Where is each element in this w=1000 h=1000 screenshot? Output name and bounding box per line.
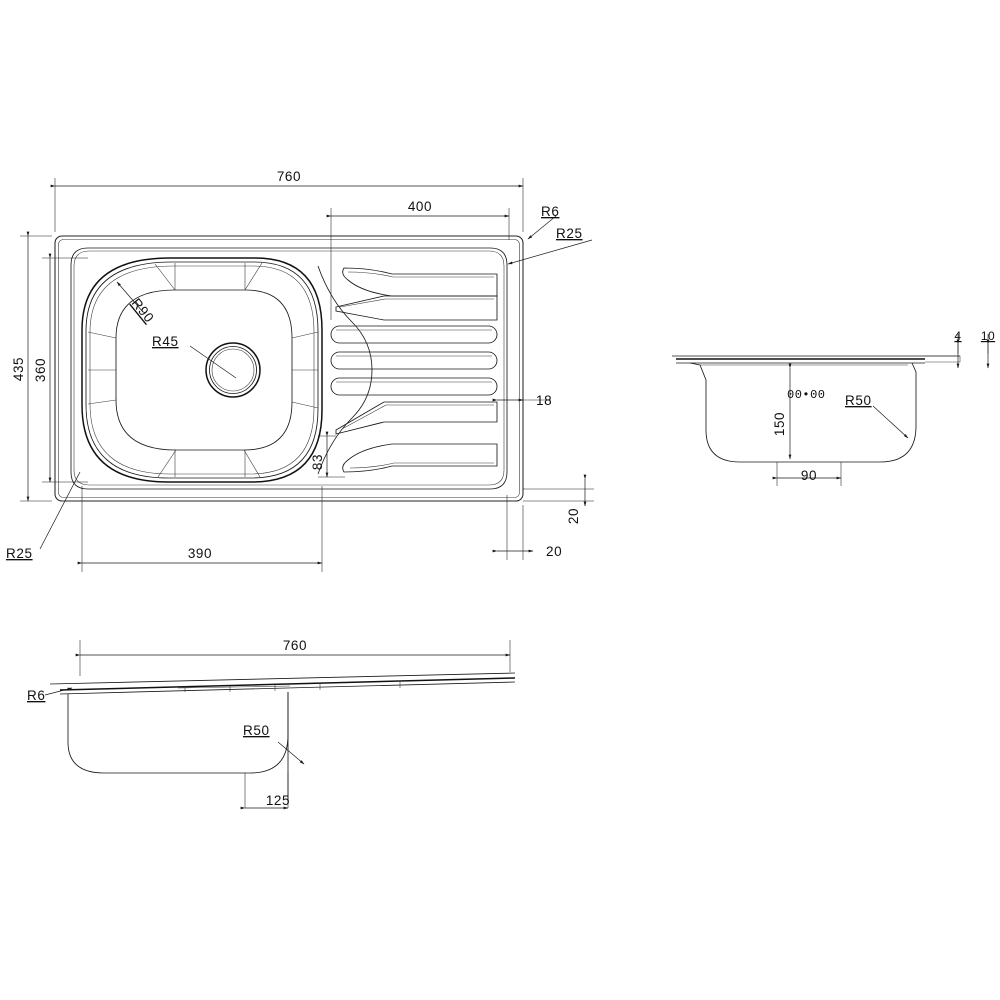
plan-outer-body [54, 235, 524, 502]
label-r25-top: R25 [556, 226, 583, 241]
label-r50-side: R50 [845, 393, 872, 408]
drainer-groove-2 [335, 295, 498, 321]
r25-top-leader [507, 239, 593, 265]
label-20-upper: 20 [566, 508, 581, 524]
bowl-blend-lines [87, 262, 319, 478]
label-390: 390 [188, 546, 212, 561]
drainer-groove-1-inner [347, 271, 494, 278]
plan-view: R90 R45 760 [6, 169, 594, 572]
r25-bottom-leader [39, 471, 81, 550]
label-r6-top: R6 [541, 204, 559, 219]
r50-front-leader [277, 741, 305, 765]
drainer-groove-1 [342, 267, 498, 297]
drainer-groove-6 [335, 401, 498, 435]
r90-leader [116, 281, 144, 313]
label-20-lower: 20 [546, 544, 562, 559]
plan-rim-outline-inner [73, 250, 505, 486]
drainer-groove-2-inner [339, 298, 494, 308]
front-section-view: 760 R6 R50 125 [27, 638, 516, 810]
label-435: 435 [11, 357, 26, 381]
drainer-groove-4 [330, 351, 498, 370]
label-400: 400 [408, 199, 432, 214]
label-18: 18 [536, 393, 552, 408]
label-83: 83 [310, 454, 325, 470]
front-bowl-profile [67, 692, 289, 774]
label-r25-bottom: R25 [6, 546, 33, 561]
drainer-groove-7-inner [349, 462, 494, 469]
drainer-groove-3 [330, 325, 498, 344]
label-side-symbol: 00•00 [787, 388, 826, 402]
label-r50-front: R50 [243, 723, 270, 738]
waste-hole-outer [205, 342, 261, 398]
plan-outer-body-inner [58, 239, 520, 498]
side-deck-lip [925, 355, 961, 363]
drainer-groove-6-inner [341, 404, 494, 430]
label-10: 10 [981, 329, 995, 343]
waste-hole-mid [209, 346, 257, 394]
drainer-groove-5 [330, 377, 498, 396]
side-bowl-profile [689, 362, 917, 463]
front-deck-detail [177, 682, 401, 692]
label-4: 4 [954, 329, 961, 343]
plan-rim-outline [70, 247, 508, 490]
bowl-outer-edge-2 [85, 261, 319, 479]
label-150: 150 [772, 412, 787, 436]
label-r6-front: R6 [27, 688, 45, 703]
label-760-top: 760 [277, 169, 301, 184]
front-deck-top [49, 672, 516, 685]
label-760-front: 760 [283, 638, 307, 653]
r6-top-leader [527, 215, 557, 240]
drainer-groove-7 [342, 443, 498, 473]
bowl-outer-edge [81, 257, 323, 483]
r6-front-leader [44, 687, 73, 696]
side-section-view: 150 00•00 R50 90 4 10 [672, 329, 995, 486]
label-r45: R45 [152, 334, 179, 349]
front-deck-bottom [59, 681, 516, 695]
waste-hole-inner [211, 348, 255, 392]
label-360: 360 [33, 358, 48, 382]
drainer-bowl-transition [317, 265, 373, 475]
label-90: 90 [801, 468, 817, 483]
r45-leader [189, 345, 237, 379]
label-125: 125 [266, 793, 290, 808]
bowl-outer-edge-3 [89, 265, 315, 475]
front-deck-thick [59, 677, 516, 691]
r50-side-leader [872, 405, 909, 439]
